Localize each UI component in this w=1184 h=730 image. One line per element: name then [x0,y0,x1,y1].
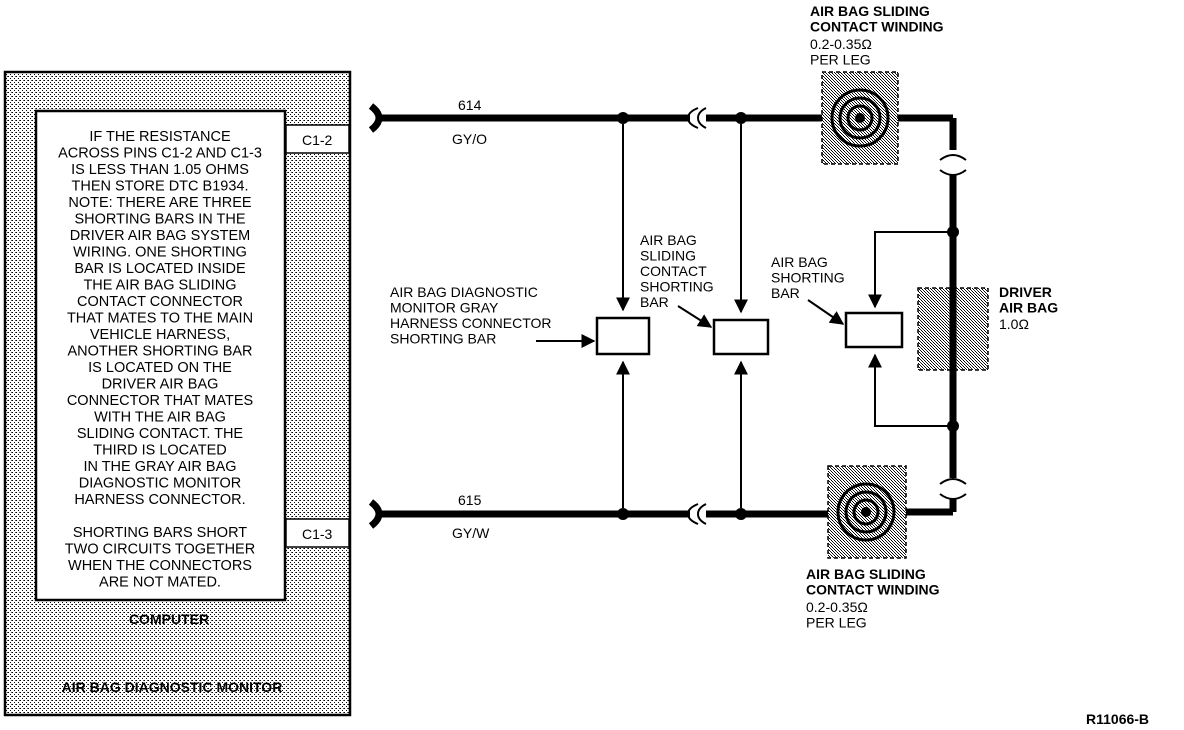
label-line: PER LEG [806,615,867,631]
label-line: DIAGNOSTIC MONITOR [79,476,241,492]
label-line: CONTACT WINDING [810,19,944,35]
gray-connector-shorting-bar [536,124,651,508]
note-panel [34,109,287,602]
monitor-title: AIR BAG DIAGNOSTIC MONITOR [62,679,283,695]
driver-airbag-circuit [917,118,989,512]
label-line: WITH THE AIR BAG [94,410,226,426]
sliding-contact-shorting-bar [677,124,770,508]
label-line: BAR [640,294,669,310]
wire-color-gy-w: GY/W [452,525,490,541]
figure-id: R11066-B [1086,711,1149,727]
wire-color-gy-o: GY/O [452,131,487,147]
label-line: ANOTHER SHORTING BAR [67,344,252,360]
label-line: CONTACT CONNECTOR [77,294,243,310]
label-line: THIRD IS LOCATED [93,443,226,459]
sliding-contact-winding-bottom [827,465,953,559]
label-line: ACROSS PINS C1-2 AND C1-3 [58,146,262,162]
circuit-615-label: 615 [458,492,482,508]
connector-mid-top [686,107,699,129]
label-line: AIR BAG DIAGNOSTIC [390,284,538,300]
label-line: HARNESS CONNECTOR. [74,492,245,508]
label-line: MONITOR GRAY [390,300,499,316]
airbag-diagnostic-monitor-box: C1-2 C1-3 COMPUTER AIR BAG DIAGNOSTIC MO… [3,70,352,717]
splice-dot [735,508,747,520]
label-line: NOTE: THERE ARE THREE [68,195,251,211]
airbag-shorting-bar [807,231,953,427]
label-line: DRIVER AIR BAG SYSTEM [70,228,251,244]
label-line: HARNESS CONNECTOR [390,315,552,331]
label-line: WHEN THE CONNECTORS [68,558,252,574]
label-line: WIRING. ONE SHORTING [73,245,247,261]
label-line: SHORTING BAR [390,331,496,347]
label-line: 0.2-0.35Ω [806,599,868,615]
label-line: IF THE RESISTANCE [89,129,231,145]
wire-615: 615 GY/W [368,492,828,541]
pin-c1-2-label: C1-2 [302,132,333,148]
label-line: BAR IS LOCATED INSIDE [74,261,246,277]
label-line: BAR [771,285,800,301]
label-line: IS LESS THAN 1.05 OHMS [71,162,249,178]
sliding-contact-winding-top [821,71,953,165]
label-line: THE AIR BAG SLIDING [83,278,236,294]
label-line: AIR BAG SLIDING [810,3,930,19]
splice-dot [617,508,629,520]
label-line: THAT MATES TO THE MAIN [67,311,253,327]
driver-airbag-value: 1.0Ω [999,316,1029,332]
label-line: SHORTING BARS IN THE [74,212,245,228]
pin-c1-2-box [285,124,350,154]
circuit-614-label: 614 [458,97,482,113]
label-line: SLIDING CONTACT. THE [77,426,244,442]
wire-614: 614 GY/O [368,97,822,147]
label-line: DRIVER [999,284,1052,300]
label-line: AIR BAG [999,300,1058,316]
label-line: ARE NOT MATED. [99,575,221,591]
computer-label: COMPUTER [129,611,209,627]
pin-c1-3-box [285,518,350,548]
label-line: AIR BAG SLIDING [806,566,926,582]
splice-dot [735,112,747,124]
label-line: SHORTING [640,279,714,295]
pin-c1-3-label: C1-3 [302,526,333,542]
label-line: CONTACT WINDING [806,582,940,598]
label-line: TWO CIRCUITS TOGETHER [65,542,255,558]
label-line: VEHICLE HARNESS, [90,327,230,343]
label-line: CONTACT [640,263,707,279]
label-line: 0.2-0.35Ω [810,36,872,52]
label-line: DRIVER AIR BAG [102,377,219,393]
label-line: IN THE GRAY AIR BAG [83,459,236,475]
label-line: SHORTING BARS SHORT [73,525,247,541]
connector-mid-bottom [686,503,699,525]
label-line: IS LOCATED ON THE [88,360,232,376]
label-line: PER LEG [810,52,871,68]
label-line: SHORTING [771,270,845,286]
label-line: AIR BAG [640,232,697,248]
label-line: AIR BAG [771,254,828,270]
label-line: SLIDING [640,248,696,264]
label-line: THEN STORE DTC B1934. [71,179,248,195]
splice-dot [617,112,629,124]
label-line: CONNECTOR THAT MATES [67,393,253,409]
